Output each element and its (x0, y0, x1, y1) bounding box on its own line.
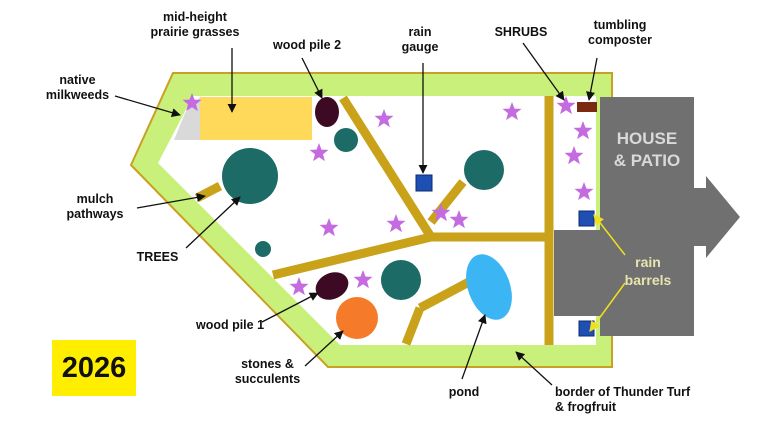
star-icon (449, 210, 469, 229)
star-icon (319, 218, 339, 237)
tree (464, 150, 504, 190)
prairie-grasses-patch (200, 97, 312, 140)
pond (466, 254, 512, 320)
trees (222, 128, 504, 300)
label-rain-gauge: rain gauge (401, 25, 439, 54)
star-icon (431, 203, 451, 222)
label-shrubs: SHRUBS (494, 25, 548, 39)
wood-pile-1 (315, 272, 349, 300)
house-label: HOUSE & PATIO (613, 129, 681, 170)
star-icon (573, 121, 593, 140)
star-icon (374, 109, 394, 128)
star-icon (309, 143, 329, 162)
label-native-milkweeds: native milkweeds (45, 73, 110, 102)
rain-barrel-leaders (589, 214, 626, 332)
rain-barrel (578, 210, 595, 227)
year-badge: 2026 (52, 340, 136, 396)
tree (334, 128, 358, 152)
star-icon (289, 277, 309, 296)
mulch-pathways (194, 95, 554, 346)
label-tumbling-composter: tumbling composter (588, 18, 652, 47)
label-wood-pile-1: wood pile 1 (195, 318, 265, 332)
arrow-right-icon (694, 176, 740, 258)
tumbling-composter (577, 102, 597, 112)
flowers (182, 93, 594, 296)
star-icon (574, 182, 594, 201)
label-stones-succulents: stones & succulents (234, 357, 301, 386)
tree (222, 148, 278, 204)
star-icon (353, 270, 373, 289)
star-icon (564, 146, 584, 165)
label-trees: TREES (136, 250, 179, 264)
leader-lines (114, 42, 598, 386)
patio (554, 230, 602, 316)
label-rain-barrels: rain barrels (624, 254, 672, 288)
tree (255, 241, 271, 257)
label-pond: pond (448, 385, 480, 399)
rain-gauge (415, 174, 433, 192)
star-icon (556, 96, 576, 115)
tree (381, 260, 421, 300)
star-icon (182, 93, 202, 112)
label-prairie-grasses: mid-height prairie grasses (150, 10, 240, 39)
stones-and-succulents (336, 297, 378, 339)
wood-pile-2 (315, 97, 339, 127)
star-icon (502, 102, 522, 121)
label-border: border of Thunder Turf & frogfruit (555, 385, 691, 414)
label-wood-pile-2: wood pile 2 (272, 38, 342, 52)
star-icon (386, 214, 406, 233)
label-mulch-pathways: mulch pathways (66, 192, 124, 221)
